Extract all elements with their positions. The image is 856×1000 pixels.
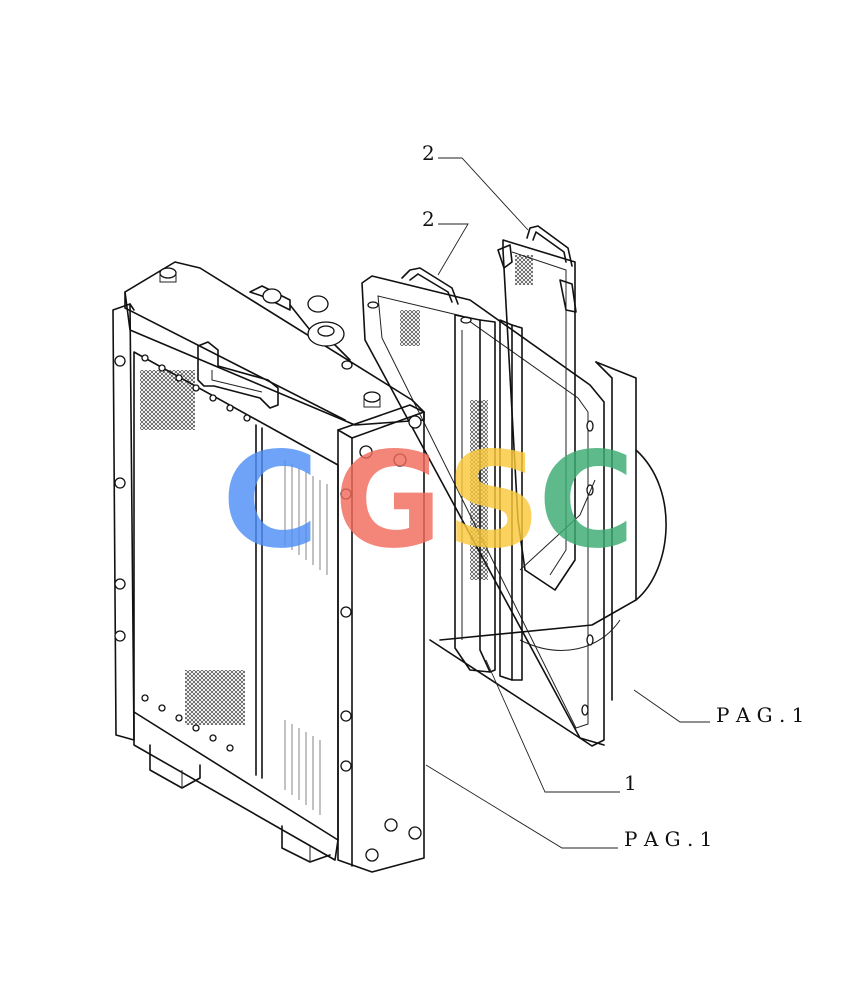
- callout-pag-right: P A G . 1: [716, 703, 804, 727]
- callout-2-upper: 2: [422, 141, 435, 165]
- callout-1: 1: [624, 771, 637, 795]
- callout-pag-bottom: P A G . 1: [624, 827, 712, 851]
- watermark: C G S C: [222, 424, 635, 578]
- leader-lines: [425, 157, 710, 849]
- watermark-letter-c1: C: [222, 424, 319, 578]
- slide-filter-lower: [401, 267, 459, 305]
- callout-2-lower: 2: [422, 207, 435, 231]
- header-holes: [141, 354, 251, 752]
- watermark-letter-c2: C: [538, 424, 635, 578]
- slide-filter-upper: [497, 225, 596, 591]
- watermark-letter-s: S: [446, 424, 541, 578]
- filter-screen: [454, 314, 523, 681]
- radiator: [112, 261, 425, 873]
- watermark-letter-g: G: [334, 424, 442, 578]
